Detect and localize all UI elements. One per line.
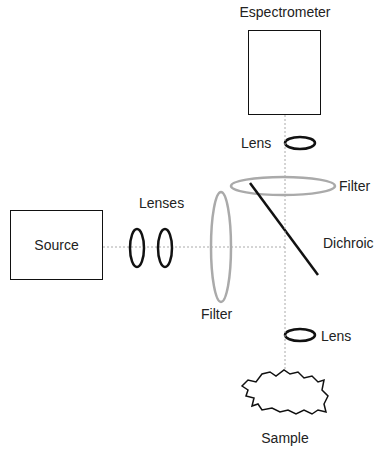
filter-label: Filter — [200, 306, 233, 322]
source-box: Source — [10, 210, 103, 280]
lens-label: Lens — [320, 328, 352, 344]
sample-outline — [232, 366, 338, 418]
node-label: Source — [34, 237, 78, 253]
lens-label: Lens — [240, 135, 272, 151]
filter-symbol — [231, 177, 335, 195]
filter-symbol — [211, 192, 231, 302]
lenses-label: Lenses — [138, 195, 185, 211]
lens-symbol — [130, 229, 144, 267]
spectrometer-housing — [248, 30, 321, 115]
lens-symbol — [158, 229, 172, 267]
node-label: Sample — [232, 430, 338, 446]
sample-shape: Sample — [232, 366, 338, 452]
node-label: Espectrometer — [234, 4, 336, 20]
light-path — [285, 115, 286, 370]
dichroic-mirror — [250, 183, 318, 275]
lens-symbol — [285, 329, 315, 341]
filter-label: Filter — [338, 178, 371, 194]
lens-symbol — [285, 137, 315, 149]
spectrometer-box: Espectrometer — [234, 2, 336, 115]
sample-outline — [242, 370, 328, 414]
dichroic-label: Dichroic — [322, 235, 375, 251]
